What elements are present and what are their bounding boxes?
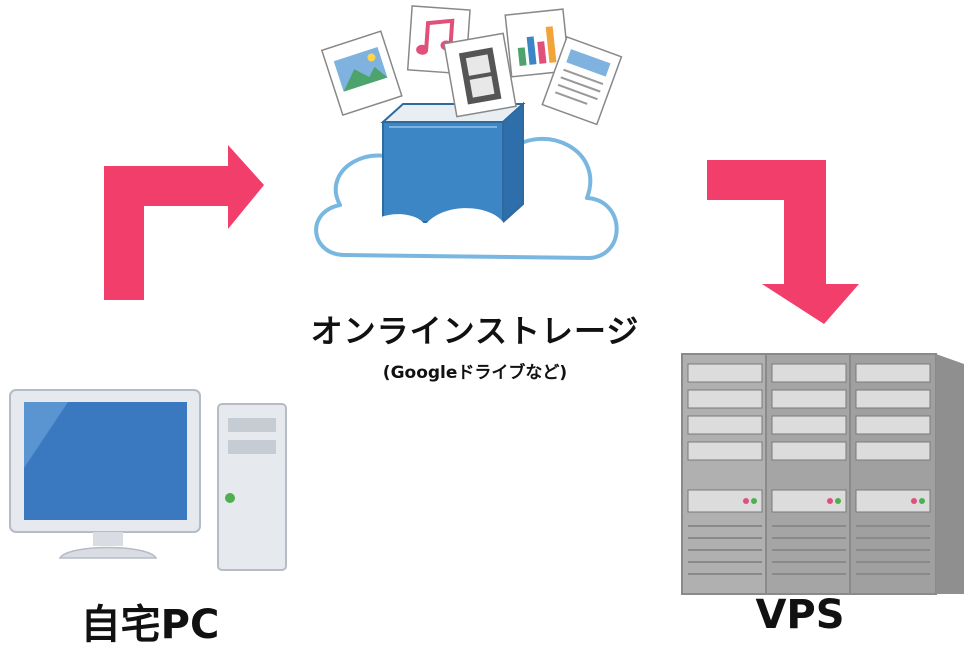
document-file-icon — [541, 35, 623, 126]
server-rack-icon — [681, 353, 964, 595]
image-file-icon — [320, 30, 403, 116]
vps-label: VPS — [755, 592, 845, 638]
pc-tower-icon — [217, 403, 287, 571]
storage-subtitle: (Googleドライブなど) — [382, 363, 568, 383]
storage-title: オンラインストレージ — [310, 312, 640, 350]
video-file-icon — [443, 32, 517, 118]
storage-box-icon — [380, 101, 526, 225]
desktop-pc-icon — [9, 389, 287, 571]
arrow-storage-to-vps-icon — [707, 160, 859, 324]
pc-label: 自宅PC — [80, 602, 220, 648]
arrow-pc-to-storage-icon — [104, 145, 264, 300]
chart-file-icon — [504, 8, 571, 78]
cloud-storage-icon — [314, 5, 623, 260]
monitor-icon — [9, 389, 201, 559]
